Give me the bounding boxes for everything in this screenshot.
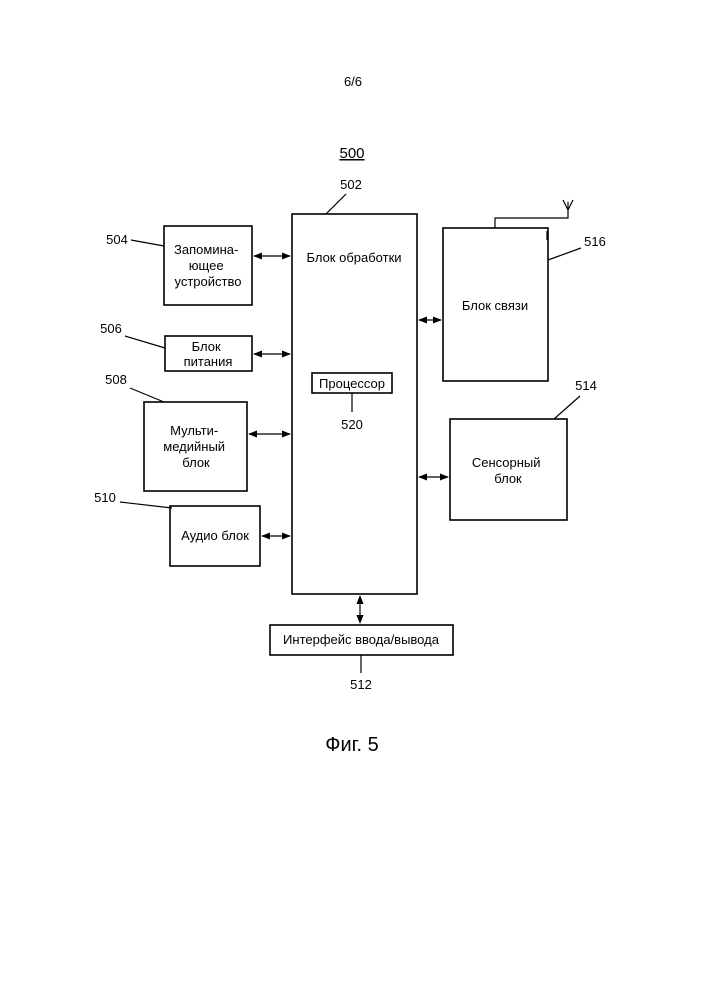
processor-label: Процессор: [319, 376, 385, 391]
processor-block: Процессор: [312, 373, 392, 393]
audio-label: Аудио блок: [181, 528, 249, 543]
ref-502: 502: [340, 177, 362, 192]
processing-block: Блок обработки: [292, 214, 417, 594]
audio-block: Аудио блок: [170, 506, 260, 566]
ref-520: 520: [341, 417, 363, 432]
leader-510: [120, 502, 172, 508]
ref-514: 514: [575, 378, 597, 393]
sensor-block: Сенсорный блок: [450, 419, 567, 520]
ref-504: 504: [106, 232, 128, 247]
ref-516: 516: [584, 234, 606, 249]
io-interface-block: Интерфейс ввода/вывода: [270, 625, 453, 655]
communication-label: Блок связи: [462, 298, 528, 313]
power-block: Блок питания: [165, 336, 252, 371]
ref-510: 510: [94, 490, 116, 505]
io-interface-label: Интерфейс ввода/вывода: [283, 632, 440, 647]
processing-block-label: Блок обработки: [306, 250, 401, 265]
leader-516: [548, 248, 581, 260]
figure-ref: 500: [339, 145, 364, 162]
ref-512: 512: [350, 677, 372, 692]
leader-508: [130, 388, 164, 402]
memory-block: Запомина- ющее устройство: [164, 226, 252, 305]
leader-504: [131, 240, 164, 246]
leader-506: [125, 336, 165, 348]
ref-508: 508: [105, 372, 127, 387]
page-number: 6/6: [344, 74, 362, 89]
leader-502: [326, 194, 346, 214]
multimedia-block: Мульти- медийный блок: [144, 402, 247, 491]
figure-caption: Фиг. 5: [325, 734, 378, 756]
leader-514: [554, 396, 580, 419]
ref-506: 506: [100, 321, 122, 336]
communication-block: Блок связи: [443, 228, 548, 381]
